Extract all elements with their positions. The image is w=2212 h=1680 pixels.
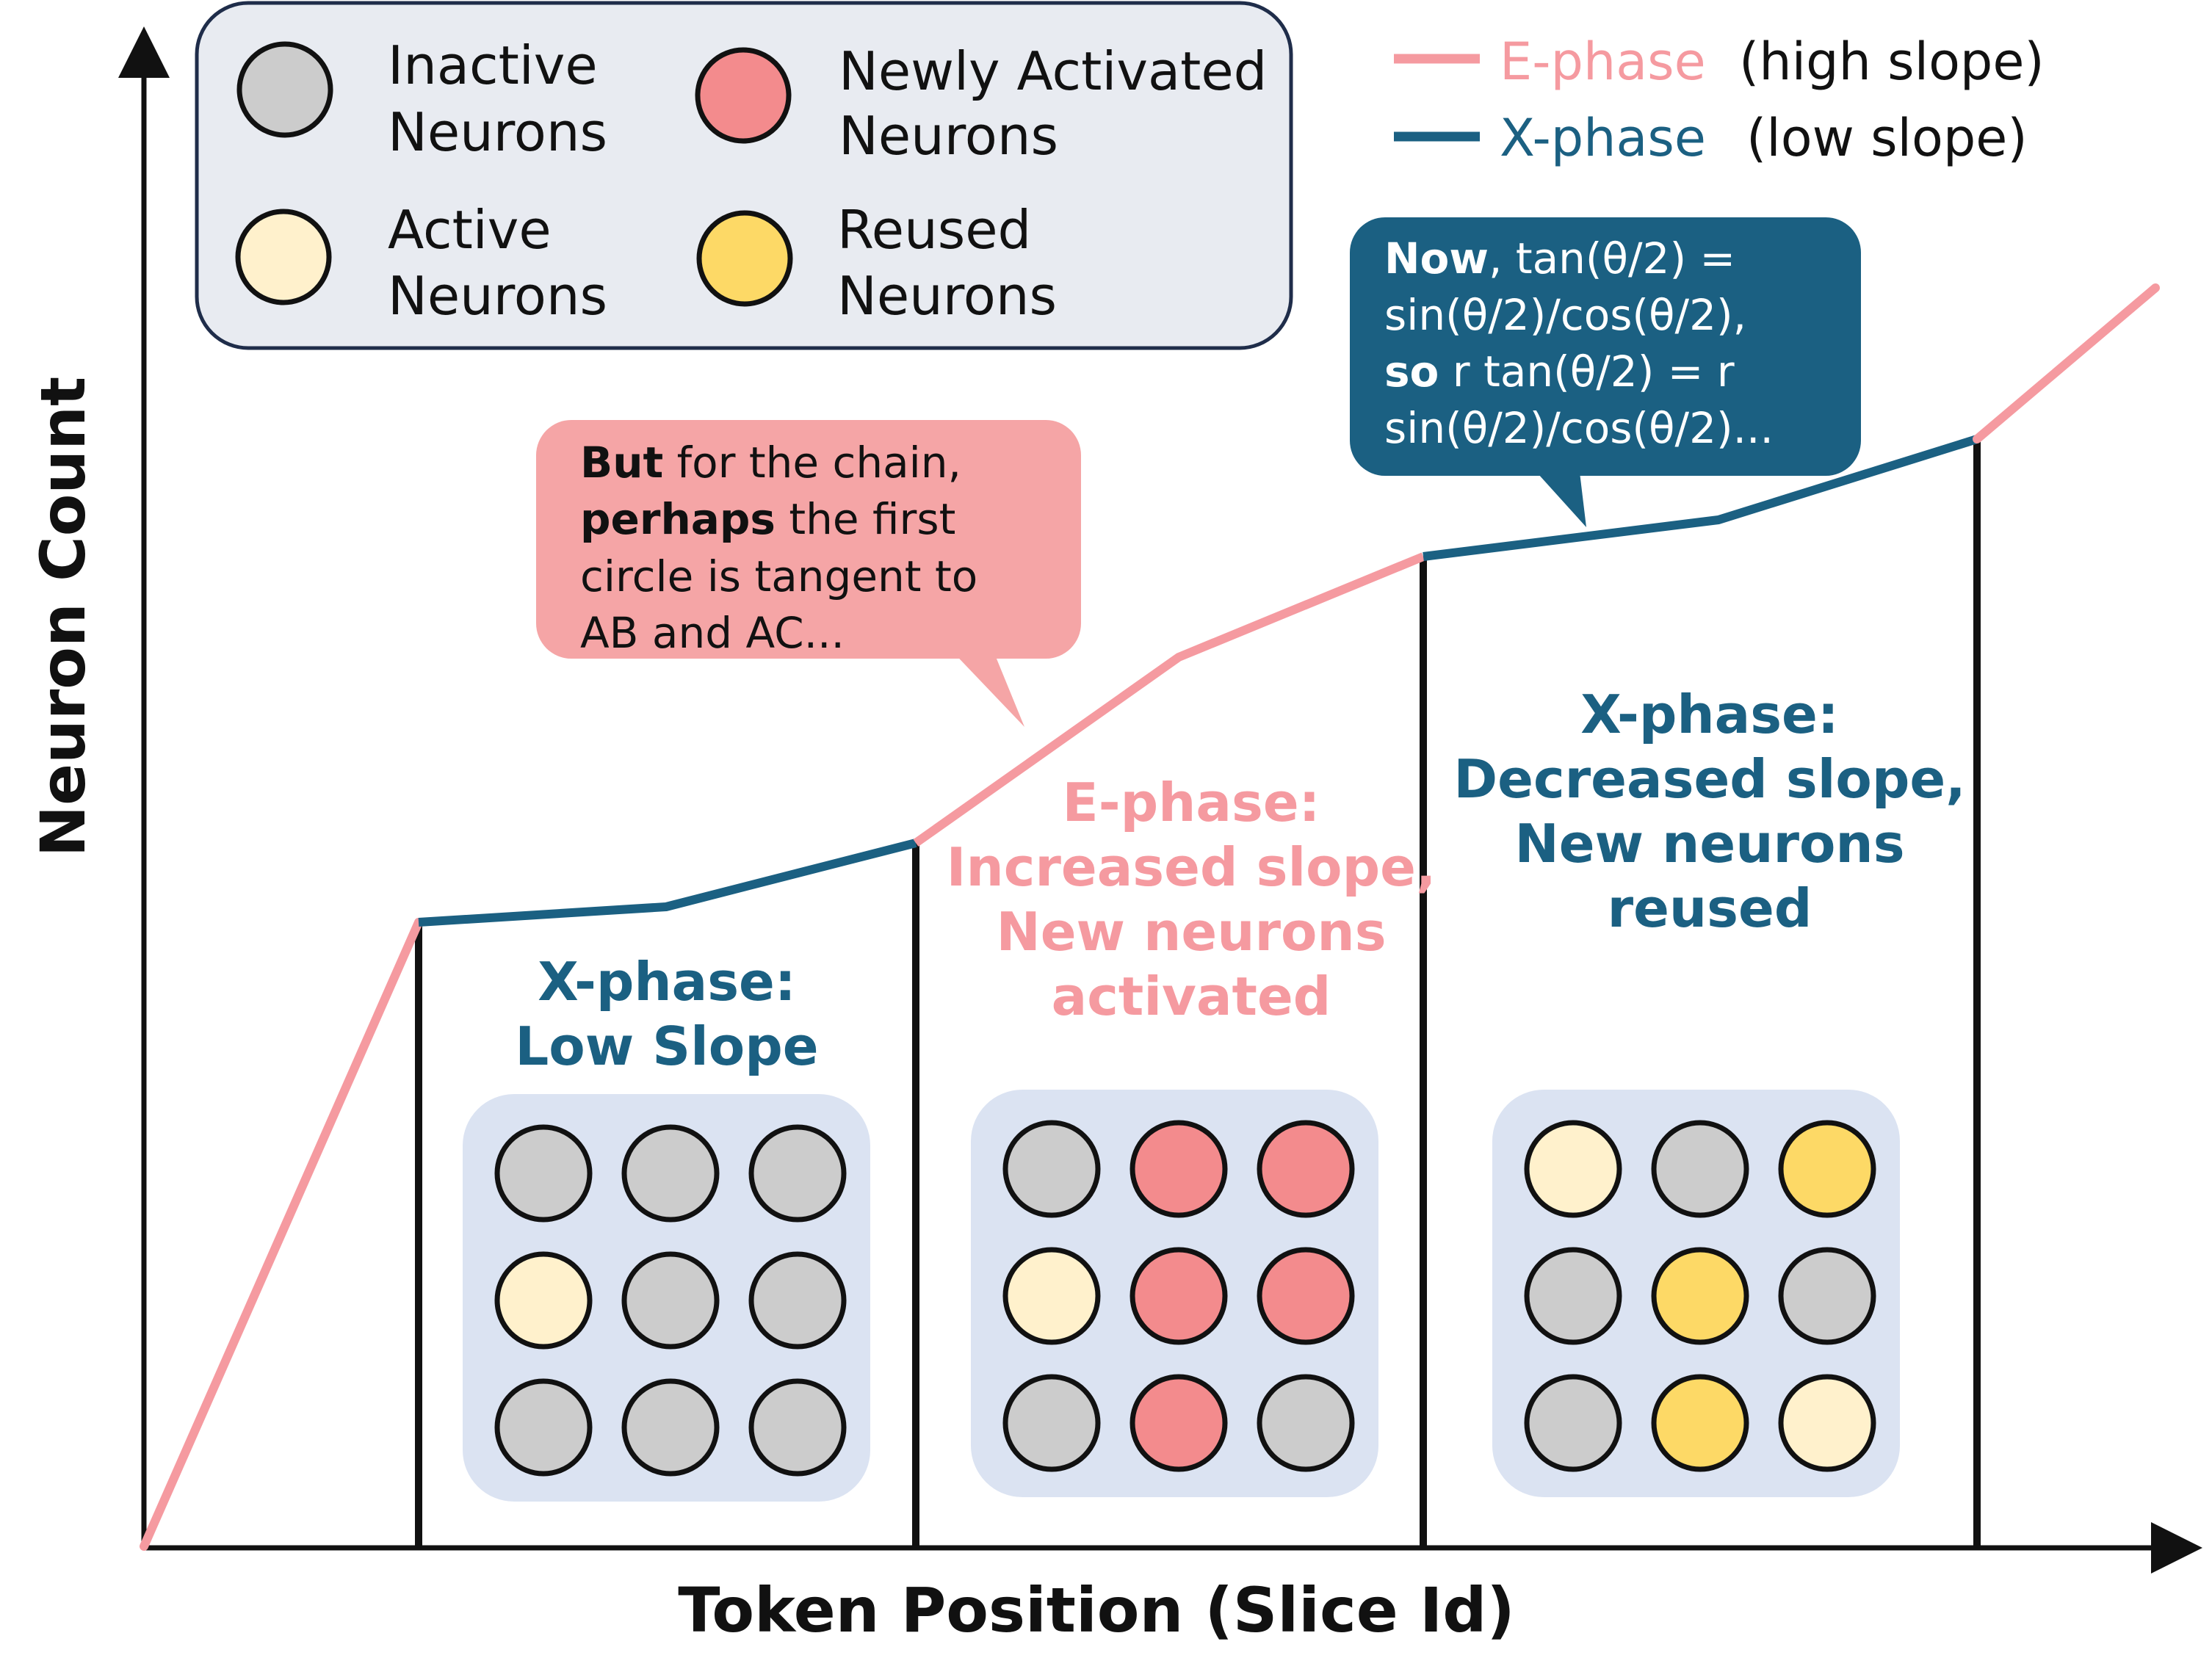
neuron-newly-activated: [1130, 1247, 1228, 1345]
neuron-grid-x-phase-1: [463, 1094, 870, 1502]
phase-x2-line2: Decreased slope,: [1453, 748, 1965, 810]
neuron-newly-activated: [1257, 1120, 1355, 1218]
svg-text:Now, tan(θ/2) =: Now, tan(θ/2) =: [1384, 233, 1735, 283]
x-bubble-l1-rest: , tan(θ/2) =: [1489, 233, 1735, 283]
line-legend: E-phase (high slope) X-phase (low slope): [1394, 32, 2045, 168]
neuron-inactive: [1257, 1374, 1355, 1472]
x-phase-legend-name: X-phase: [1500, 108, 1706, 168]
neuron-inactive: [621, 1124, 720, 1223]
legend-newly-activated-swatch: [695, 47, 792, 144]
phase-x2-line1: X-phase:: [1580, 684, 1838, 745]
legend-box: Inactive Neurons Newly Activated Neurons…: [195, 1, 1293, 350]
neuron-newly-activated: [1130, 1374, 1228, 1472]
phase-label-e1: E-phase: Increased slope, New neurons ac…: [947, 772, 1436, 1027]
x-bubble-tail: [1531, 466, 1586, 527]
neuron-inactive: [1778, 1247, 1876, 1345]
legend-panel: [195, 1, 1293, 350]
svg-text:But for the chain,: But for the chain,: [580, 438, 961, 488]
e-bubble-l1-rest: for the chain,: [663, 438, 961, 488]
phase-x2-line3: New neurons: [1514, 813, 1904, 875]
neuron-reused: [1778, 1120, 1876, 1218]
neuron-inactive: [1002, 1374, 1101, 1472]
neuron-inactive: [748, 1251, 847, 1350]
e-bubble-l1-bold: But: [580, 438, 663, 488]
neuron-inactive: [1002, 1120, 1101, 1218]
e-phase-legend-name: E-phase: [1500, 32, 1706, 92]
phase-x1-line2: Low Slope: [515, 1015, 818, 1077]
neuron-inactive: [621, 1251, 720, 1350]
e-bubble-l3: circle is tangent to: [580, 551, 977, 601]
phase-label-x1: X-phase: Low Slope: [515, 951, 818, 1077]
neuron-inactive: [1524, 1374, 1622, 1472]
neuron-inactive: [748, 1124, 847, 1223]
neuron-active: [494, 1251, 593, 1350]
x-phase-legend-desc: (low slope): [1746, 108, 2028, 168]
e-bubble-l4: AB and AC...: [580, 608, 845, 658]
phase-x1-line1: X-phase:: [538, 951, 795, 1013]
neuron-active: [1002, 1247, 1101, 1345]
phase-e1-line4: activated: [1052, 966, 1331, 1027]
x-bubble-l1-bold: Now: [1384, 233, 1489, 283]
legend-newly-activated-line1: Newly Activated: [839, 40, 1267, 102]
x-bubble-l3-rest: r tan(θ/2) = r: [1439, 347, 1734, 397]
e-phase-speech-bubble: But for the chain, perhaps the first cir…: [536, 420, 1081, 727]
x-phase-segment-1: [418, 839, 917, 927]
neuron-newly-activated: [1257, 1247, 1355, 1345]
phase-e1-line1: E-phase:: [1063, 772, 1320, 833]
e-bubble-tail: [947, 646, 1024, 727]
e-phase-segment-3: [1973, 283, 2160, 443]
phase-label-x2: X-phase: Decreased slope, New neurons re…: [1453, 684, 1965, 939]
x-phase-speech-bubble: Now, tan(θ/2) = sin(θ/2)/cos(θ/2), so r …: [1350, 217, 1861, 527]
neuron-reused: [1651, 1374, 1749, 1472]
phase-x2-line4: reused: [1608, 877, 1812, 939]
legend-active-swatch: [235, 209, 332, 305]
e-phase-segment-2: [913, 552, 1425, 847]
neuron-inactive: [748, 1378, 847, 1477]
x-axis-label: Token Position (Slice Id): [678, 1574, 1515, 1646]
x-bubble-l3-bold: so: [1384, 347, 1439, 397]
e-bubble-body: [536, 420, 1081, 659]
legend-active-line2: Neurons: [388, 265, 607, 327]
x-bubble-l4: sin(θ/2)/cos(θ/2)...: [1384, 403, 1774, 453]
y-axis-label: Neuron Count: [27, 377, 99, 857]
e-phase-segment-1: [140, 918, 423, 1551]
neuron-grid-x-phase-2: [1492, 1090, 1900, 1497]
legend-active-line1: Active: [388, 199, 552, 261]
neuron-reused: [1651, 1247, 1749, 1345]
x-bubble-body: [1350, 217, 1861, 476]
neuron-newly-activated: [1130, 1120, 1228, 1218]
neuron-inactive: [494, 1124, 593, 1223]
x-bubble-l2: sin(θ/2)/cos(θ/2),: [1384, 290, 1746, 340]
neuron-inactive: [1524, 1247, 1622, 1345]
x-phase-segment-2: [1423, 435, 1978, 561]
neuron-inactive: [494, 1378, 593, 1477]
e-bubble-l2-bold: perhaps: [580, 494, 776, 544]
neuron-grid-e-phase: [971, 1090, 1378, 1497]
legend-inactive-swatch: [236, 41, 333, 138]
neuron-inactive: [1651, 1120, 1749, 1218]
neuron-active: [1778, 1374, 1876, 1472]
svg-text:perhaps the first: perhaps the first: [580, 494, 955, 544]
legend-newly-activated-line2: Neurons: [839, 105, 1058, 167]
phase-e1-line2: Increased slope,: [947, 836, 1436, 898]
e-bubble-l2-rest: the first: [776, 494, 955, 544]
legend-reused-line2: Neurons: [837, 265, 1057, 327]
phase-e1-line3: New neurons: [996, 901, 1386, 963]
legend-inactive-line2: Neurons: [388, 101, 607, 163]
legend-reused-swatch: [696, 210, 793, 307]
legend-reused-line1: Reused: [837, 199, 1031, 261]
neuron-inactive: [621, 1378, 720, 1477]
svg-text:so r tan(θ/2) = r: so r tan(θ/2) = r: [1384, 347, 1735, 397]
neuron-active: [1524, 1120, 1622, 1218]
legend-inactive-line1: Inactive: [388, 35, 598, 96]
e-phase-legend-desc: (high slope): [1739, 32, 2045, 92]
